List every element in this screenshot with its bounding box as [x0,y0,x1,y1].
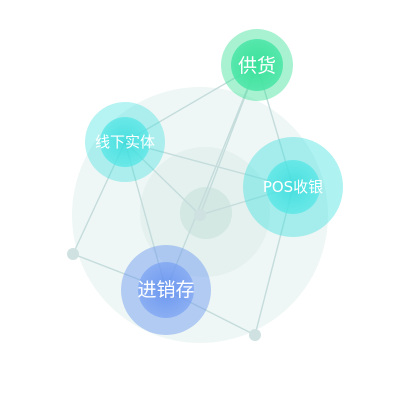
node-supply-label: 供货 [238,55,276,77]
node-inventory: 进销存 [121,245,211,335]
link-offline-pos [124,141,294,188]
node-pos: POS收银 [243,137,343,237]
node-pos-label: POS收银 [263,178,323,196]
link-supply-inventory [165,64,258,291]
hub-node [194,209,206,221]
node-inventory-core [138,262,194,318]
node-offline-label: 线下实体 [95,133,155,151]
bottom-node [249,329,261,341]
left-node [67,248,79,260]
node-pos-core [266,160,320,214]
node-inventory-label: 进销存 [137,279,194,301]
node-supply-core [231,39,283,91]
node-offline: 线下实体 [85,102,165,182]
node-supply: 供货 [221,29,293,101]
node-offline-core [100,117,150,167]
